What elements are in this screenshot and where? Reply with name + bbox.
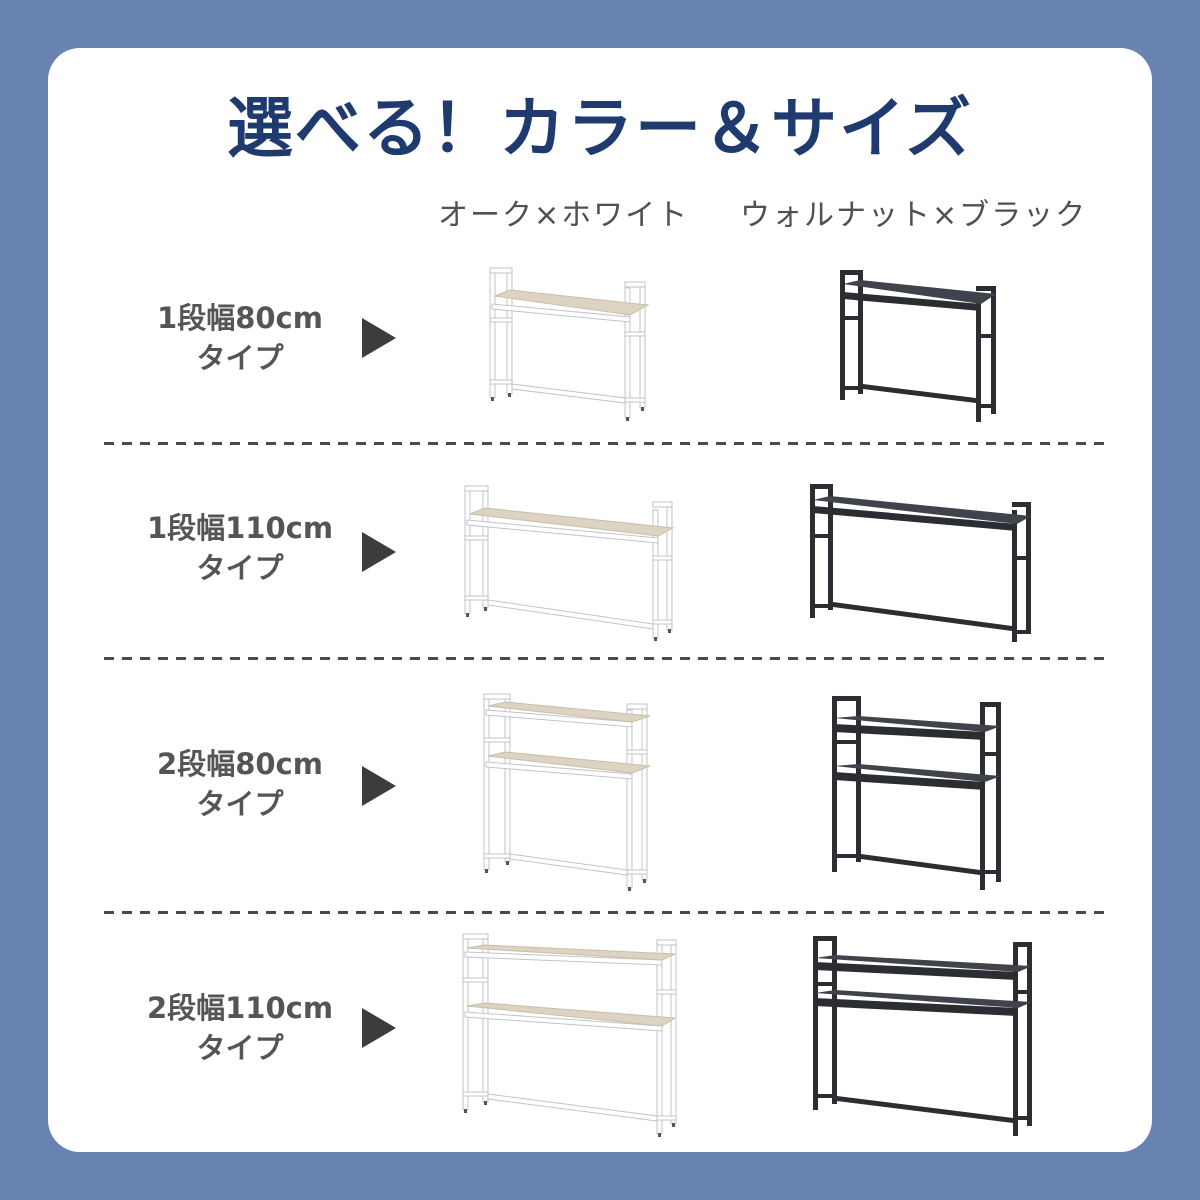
- row-label-type: タイプ: [196, 341, 284, 375]
- row-divider: [104, 657, 1104, 660]
- row-label-type: タイプ: [196, 787, 284, 821]
- row-label-size: 1段幅110cm: [146, 511, 334, 545]
- triangle-right-icon: [362, 766, 396, 806]
- triangle-right-icon: [362, 532, 396, 572]
- column-header-oak-white: オーク×ホワイト: [438, 198, 690, 233]
- shelf-image-oak-white-1tier-80cm: [489, 267, 650, 421]
- row-label: 1段幅80cm タイプ: [110, 298, 370, 378]
- shelf-image-walnut-black-2tier-110cm: [813, 936, 1032, 1136]
- shelf-image-oak-white-2tier-80cm: [483, 693, 651, 891]
- triangle-right-icon: [362, 1008, 396, 1048]
- shelf-image-walnut-black-1tier-110cm: [810, 484, 1031, 642]
- shelf-image-walnut-black-1tier-80cm: [840, 270, 996, 422]
- row-label-type: タイプ: [196, 551, 284, 585]
- shelf-image-walnut-black-2tier-80cm: [832, 696, 1001, 890]
- row-label-size: 2段幅80cm: [157, 747, 323, 781]
- shelf-image-oak-white-1tier-110cm: [464, 485, 675, 641]
- row-divider: [104, 442, 1104, 445]
- row-label: 1段幅110cm タイプ: [110, 508, 370, 588]
- column-header-walnut-black: ウォルナット×ブラック: [740, 198, 1088, 233]
- row-label: 2段幅80cm タイプ: [110, 744, 370, 824]
- row-label-size: 1段幅80cm: [157, 301, 323, 335]
- row-label: 2段幅110cm タイプ: [110, 988, 370, 1068]
- row-label-type: タイプ: [196, 1031, 284, 1065]
- shelf-image-oak-white-2tier-110cm: [462, 933, 677, 1137]
- triangle-right-icon: [362, 318, 396, 358]
- row-label-size: 2段幅110cm: [146, 991, 334, 1025]
- page-title: 選べる！カラー＆サイズ: [226, 90, 974, 167]
- row-divider: [104, 911, 1104, 914]
